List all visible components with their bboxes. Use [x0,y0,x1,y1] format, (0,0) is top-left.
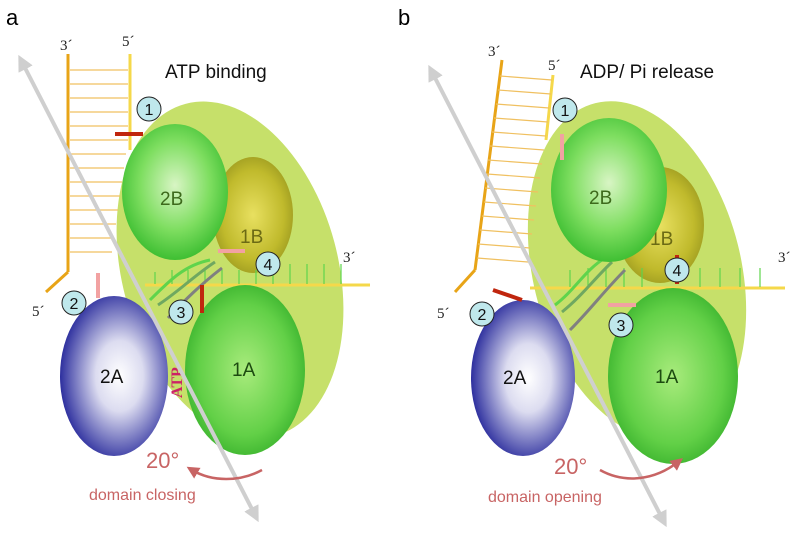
svg-text:4: 4 [673,263,682,280]
panel-b-label-1a: 1A [655,367,679,388]
panel-b-marker-1: 1 [552,97,578,123]
panel-a-marker-3: 3 [168,299,194,325]
panel-b-marker-2: 2 [469,301,495,327]
panel-b-label-2a: 2A [503,368,527,389]
panel-a-label-1a: 1A [232,360,256,381]
panel-a-strand-3prime-top: 3´ [60,38,73,54]
panel-b-strand-5prime-bottom: 5´ [437,306,450,322]
panel-a-strand-5prime-bottom: 5´ [32,304,45,320]
svg-text:3: 3 [617,318,626,335]
panel-b-rotation-axis [428,64,667,528]
panel-a-label-2b: 2B [160,189,183,210]
svg-text:2: 2 [70,296,79,313]
svg-text:1: 1 [145,102,154,119]
panel-b-rotation-arrow [599,458,683,480]
panel-a-letter: a [6,5,19,30]
svg-text:1: 1 [561,103,570,120]
panel-a-strand-5prime-top: 5´ [122,34,135,50]
panel-b-strand-5prime-top: 5´ [548,58,561,74]
panel-b-strand-3prime-top: 3´ [488,44,501,60]
svg-text:3: 3 [177,305,186,322]
panel-b-marker-3: 3 [608,312,634,338]
panel-a-strand-3prime-right: 3´ [343,250,356,266]
panel-b-motion-label: domain opening [488,489,602,506]
panel-a-marker-4: 4 [255,251,281,277]
panel-a-rotation-arrow [186,466,263,481]
panel-b-letter: b [398,5,410,30]
panel-a-title: ATP binding [165,62,267,83]
panel-b-bar-2 [492,288,523,302]
panel-a-marker-1: 1 [136,96,162,122]
panel-a: a 1B [6,5,370,523]
svg-text:4: 4 [264,257,273,274]
panel-b-title: ADP/ Pi release [580,62,714,83]
panel-b-label-2b: 2B [589,188,612,209]
panel-a-label-1b: 1B [240,227,263,248]
panel-b-strand-3prime-right: 3´ [778,250,791,266]
panel-a-marker-2: 2 [61,290,87,316]
panel-a-rotation-axis [18,54,259,523]
panel-a-label-2a: 2A [100,367,124,388]
svg-text:2: 2 [478,307,487,324]
panel-b-angle: 20° [554,454,587,479]
panel-b-marker-4: 4 [664,257,690,283]
panel-a-angle: 20° [146,448,179,473]
panel-a-motion-label: domain closing [89,487,196,504]
panel-b: b 1B [398,5,791,528]
